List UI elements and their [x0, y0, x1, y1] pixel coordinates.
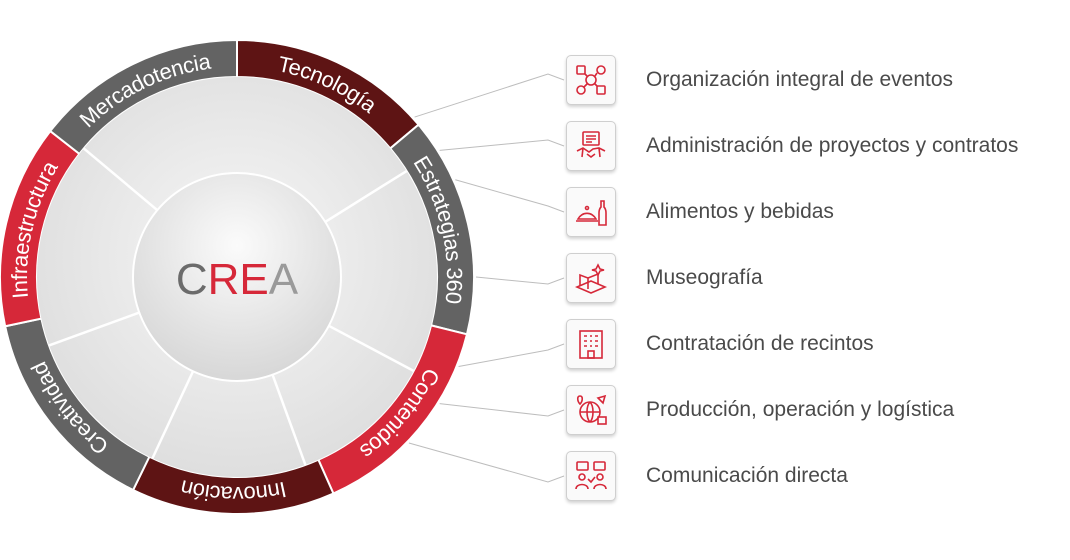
disc-divider — [151, 370, 195, 459]
communication-icon — [566, 451, 616, 501]
crea-logo: CREA — [176, 255, 299, 304]
connector-line — [414, 73, 565, 118]
connector-line — [455, 179, 565, 213]
crea-letter-e: E — [239, 255, 268, 304]
center-circle — [132, 172, 342, 382]
disc-divider — [324, 169, 408, 223]
disc-divider — [271, 374, 307, 466]
service-label: Administración de proyectos y contratos — [646, 134, 1019, 157]
service-label: Contratación de recintos — [646, 332, 874, 355]
handshake-contract-icon — [566, 121, 616, 171]
connector-line — [439, 403, 565, 417]
service-item: Administración de proyectos y contratos — [566, 119, 1066, 173]
service-item: Comunicación directa — [566, 449, 1066, 503]
service-item: Producción, operación y logística — [566, 383, 1066, 437]
connector-line — [439, 139, 565, 151]
connector-line — [458, 343, 565, 368]
service-label: Producción, operación y logística — [646, 398, 955, 421]
connector-line — [408, 442, 565, 483]
service-label: Comunicación directa — [646, 464, 848, 487]
outer-ring — [0, 38, 475, 515]
service-item: Alimentos y bebidas — [566, 185, 1066, 239]
building-icon — [566, 319, 616, 369]
disc-divider — [328, 324, 415, 372]
crea-letter-c: C — [176, 255, 208, 304]
connector-lines — [408, 73, 565, 483]
crea-letter-r: R — [208, 255, 240, 304]
logistics-globe-icon — [566, 385, 616, 435]
event-network-icon — [566, 55, 616, 105]
service-item: Museografía — [566, 251, 1066, 305]
service-label: Museografía — [646, 266, 763, 289]
service-label: Alimentos y bebidas — [646, 200, 834, 223]
connector-line — [475, 276, 565, 285]
disc-divider — [48, 311, 140, 347]
disc-dividers — [48, 147, 415, 466]
crea-letter-a: A — [269, 255, 299, 304]
disc-divider — [82, 147, 159, 212]
service-item: Contratación de recintos — [566, 317, 1066, 371]
service-label: Organización integral de eventos — [646, 68, 954, 91]
museum-icon — [566, 253, 616, 303]
food-drink-icon — [566, 187, 616, 237]
service-item: Organización integral de eventos — [566, 53, 1066, 107]
